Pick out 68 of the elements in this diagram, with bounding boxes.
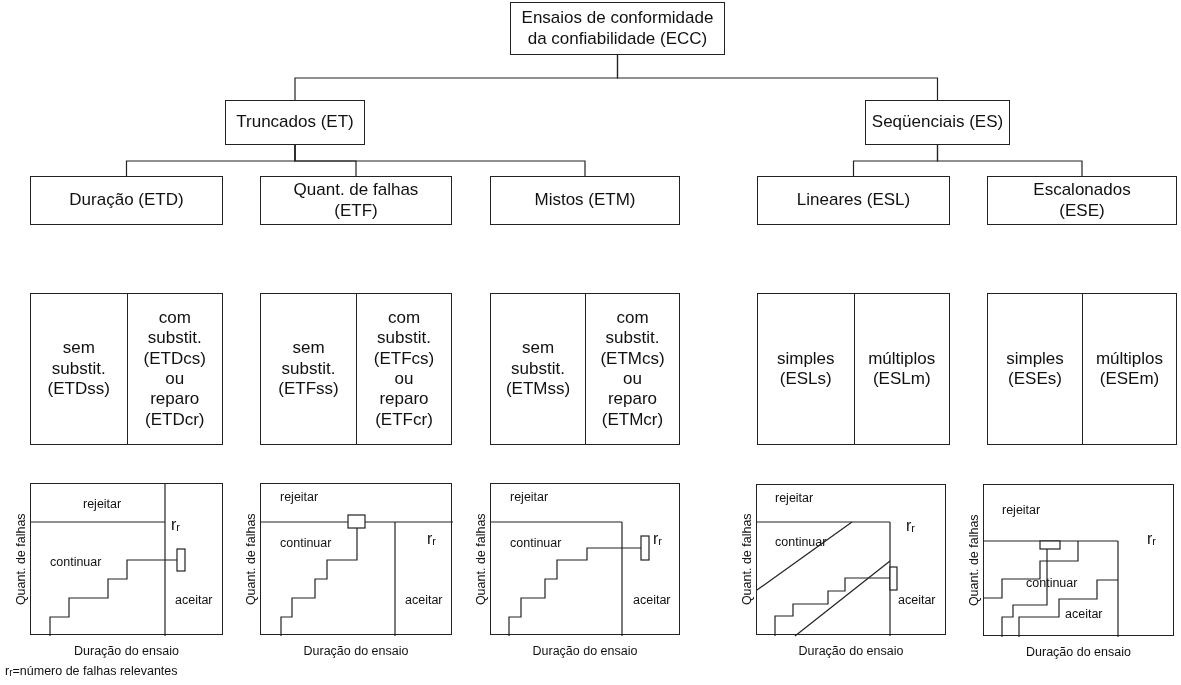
box-label: com substit. (ETFcs) ou reparo (ETFcr) — [373, 307, 435, 431]
category-box — [987, 176, 1177, 225]
axis-label: Duração do ensaio — [532, 645, 638, 658]
axis-label: Quant. de falhas — [244, 512, 257, 605]
connector-line — [616, 54, 939, 101]
box-label: múltiplos (ESEm) — [1095, 348, 1164, 390]
connector-line — [936, 144, 1083, 177]
split-box — [490, 293, 680, 445]
box-label: múltiplos (ESLm) — [868, 348, 936, 390]
split-box — [757, 293, 950, 445]
region-label: aceitar — [1065, 608, 1103, 621]
box-label: sem substit. (ETFss) — [278, 338, 339, 400]
axis-label: Quant. de falhas — [14, 512, 27, 605]
test-plot-frame — [490, 483, 680, 635]
box-label: simples (ESEs) — [1006, 348, 1064, 390]
split-box — [30, 293, 223, 445]
axis-label: Quant. de falhas — [474, 512, 487, 605]
region-label: aceitar — [175, 594, 213, 607]
category-box — [757, 176, 950, 225]
curve-label: r$_{r}$ — [653, 531, 662, 547]
axis-label: Duração do ensaio — [1026, 646, 1131, 659]
box-label: Lineares (ESL) — [796, 190, 911, 211]
axis-label: Duração do ensaio — [74, 645, 179, 658]
category-box — [510, 2, 725, 55]
box-label: Truncados (ET) — [236, 112, 354, 133]
test-plot-frame — [260, 483, 452, 635]
box-label: simples (ESLs) — [776, 348, 835, 390]
curve-label: r$_{r}$ — [1147, 531, 1156, 547]
region-label: continuar — [50, 556, 102, 569]
region-label: aceitar — [405, 594, 443, 607]
box-label: Seqüenciais (ES) — [871, 112, 1004, 133]
box-label: com substit. (ETMcs) ou reparo (ETMcr) — [600, 307, 665, 431]
box-label: Ensaios de conformidade da confiabilidade (ECC) — [520, 8, 715, 49]
category-box — [225, 100, 365, 145]
region-label: continuar — [510, 537, 562, 550]
axis-label: Quant. de falhas — [967, 513, 980, 606]
region-label: aceitar — [633, 594, 671, 607]
category-box — [865, 100, 1010, 145]
region-label: rejeitar — [775, 492, 814, 505]
axis-label: Duração do ensaio — [303, 645, 409, 658]
box-label: Mistos (ETM) — [534, 190, 636, 211]
region-label: rejeitar — [83, 498, 122, 511]
axis-label: Duração do ensaio — [798, 645, 904, 658]
test-plot-frame — [30, 483, 223, 635]
box-label: sem substit. (ETMss) — [505, 338, 571, 400]
split-box — [987, 293, 1177, 445]
test-plot-frame — [756, 484, 946, 635]
test-plot-frame — [983, 484, 1174, 636]
axis-label: Quant. de falhas — [740, 513, 753, 606]
category-box — [30, 176, 223, 225]
region-label: rejeitar — [1002, 504, 1041, 517]
box-label: Duração (ETD) — [69, 190, 184, 211]
category-box — [490, 176, 680, 225]
split-box — [260, 293, 452, 445]
region-label: rejeitar — [510, 491, 549, 504]
region-label: continuar — [775, 536, 827, 549]
curve-label: r$_{r}$ — [427, 531, 436, 547]
category-box — [260, 176, 452, 225]
connector-line — [294, 144, 586, 177]
box-label: Escalonados (ESE) — [1032, 180, 1132, 221]
box-label: Quant. de falhas (ETF) — [292, 180, 420, 221]
region-label: rejeitar — [280, 491, 319, 504]
region-label: aceitar — [898, 594, 936, 607]
box-label: com substit. (ETDcs) ou reparo (ETDcr) — [143, 307, 206, 431]
curve-label: r$_{r}$ — [171, 517, 180, 533]
region-label: continuar — [280, 537, 332, 550]
curve-label: r$_{r}$ — [906, 518, 915, 534]
box-label: sem substit. (ETDss) — [47, 338, 110, 400]
